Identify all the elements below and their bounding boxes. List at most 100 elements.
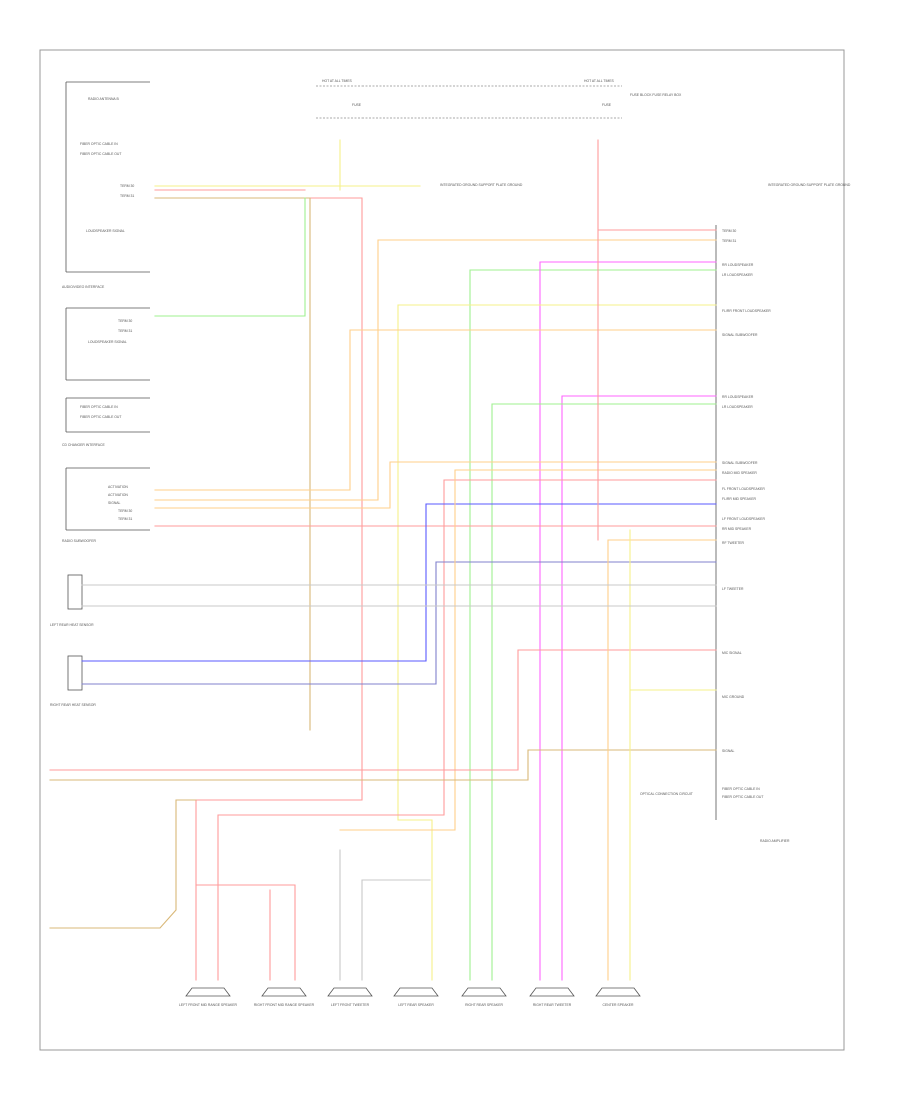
- sub-row-1: ACTIVATION: [108, 493, 128, 497]
- av-row-2: FIBER OPTIC CABLE OUT: [80, 152, 121, 156]
- wire-tan-tweeter: [49, 749, 717, 781]
- wire-blue-sensor: [81, 503, 717, 662]
- cd-row-4: FIBER OPTIC CABLE OUT: [80, 415, 121, 419]
- av-row-3: TERM 30: [120, 184, 134, 188]
- wire-orange-sub: [154, 461, 717, 509]
- amplifier-pin-labels: TERM 30 TERM 31 RR LOUDSPEAKER LR LOUDSPEAK…: [722, 229, 771, 799]
- fuse-left-name: FUSE: [352, 103, 362, 107]
- module-cd-changer-name: CD CHANGER INTERFACE: [62, 443, 106, 447]
- amp-pin-label: MIC GROUND: [722, 695, 745, 699]
- speaker: LEFT FRONT MID RANGE SPEAKER: [179, 987, 238, 1007]
- speaker-symbol: [529, 987, 575, 997]
- wires: [49, 139, 717, 981]
- wire-yellow-center: [629, 529, 717, 981]
- wire-gray-sensor: [81, 584, 717, 607]
- module-subwoofer: RADIO SUBWOOFER ACTIVATION ACTIVATION SI…: [62, 467, 150, 543]
- fuse-right-desc: FUSE BLOCK FUSE RELAY BOX: [630, 93, 682, 97]
- amp-pin-label: RF TWEETER: [722, 541, 745, 545]
- sub-row-2: SIGNAL: [108, 501, 121, 505]
- wire-tan-term31: [154, 197, 311, 731]
- wire-gray-tweeter: [339, 849, 431, 981]
- amp-pin-label: RADIO MID SPEAKER: [722, 471, 757, 475]
- fuse-right-label: HOT AT ALL TIMES: [584, 79, 615, 83]
- main-module-label: RADIO AMPLIFIER: [760, 839, 790, 843]
- speaker-label: LEFT REAR SPEAKER: [398, 1003, 434, 1007]
- speaker: RIGHT REAR TWEETER: [529, 987, 575, 1007]
- speaker: CENTER SPEAKER: [595, 987, 641, 1007]
- wire-yellow-sub: [154, 139, 421, 191]
- speaker-label: LEFT FRONT MID RANGE SPEAKER: [179, 1003, 237, 1007]
- fuse-block-left: HOT AT ALL TIMES FUSE: [316, 79, 362, 119]
- cd-row-3: FIBER OPTIC CABLE IN: [80, 405, 118, 409]
- fuse-block-right: HOT AT ALL TIMES FUSE FUSE BLOCK FUSE RE…: [362, 79, 682, 119]
- wire-magenta-lr: [539, 261, 717, 981]
- amp-pin-label: LF TWEETER: [722, 587, 744, 591]
- wire-red-mid: [217, 479, 717, 981]
- av-row-4: TERM 31: [120, 194, 134, 198]
- module-audio-video: AUDIO/VIDEO INTERFACE RADIO ANTENNA B FI…: [62, 81, 150, 289]
- module-subwoofer-name: RADIO SUBWOOFER: [62, 539, 96, 543]
- amp-pin-label: FL/RR MID SPEAKER: [722, 497, 756, 501]
- cd-row-0: TERM 30: [118, 319, 132, 323]
- amplifier-connector: TERM 30 TERM 31 RR LOUDSPEAKER LR LOUDSPEAK…: [715, 225, 790, 843]
- ground-note-2: INTEGRATED GROUND SUPPORT PLATE GROUND: [768, 183, 851, 187]
- right-rear-sensor-label: RIGHT REAR HEAT SENSOR: [50, 703, 96, 707]
- speaker-label: LEFT FRONT TWEETER: [331, 1003, 370, 1007]
- speaker-label: RIGHT REAR TWEETER: [533, 1003, 572, 1007]
- sub-row-3: TERM 30: [118, 509, 132, 513]
- amp-pin-label: FL/RR FRONT LOUDSPEAKER: [722, 309, 771, 313]
- amp-pin-label: TERM 30: [722, 229, 736, 233]
- fuse-right-name: FUSE: [602, 103, 612, 107]
- av-row-0: RADIO ANTENNA B: [88, 97, 119, 101]
- module-cd-changer: CD CHANGER INTERFACE TERM 30 TERM 31 LOU…: [62, 307, 150, 447]
- wire-orange-fl2: [154, 329, 717, 491]
- cd-row-2: LOUDSPEAKER SIGNAL: [88, 340, 127, 344]
- amp-pin-label: TERM 31: [722, 239, 736, 243]
- speaker: RIGHT FRONT MID RANGE SPEAKER: [254, 987, 315, 1007]
- speaker-label: RIGHT REAR SPEAKER: [465, 1003, 503, 1007]
- amp-pin-label: LF FRONT LOUDSPEAKER: [722, 517, 765, 521]
- diagram-frame: [39, 49, 845, 1051]
- amp-pin-label: LR LOUDSPEAKER: [722, 273, 753, 277]
- av-row-1: FIBER OPTIC CABLE IN: [80, 142, 118, 146]
- speaker-symbol: [393, 987, 439, 997]
- wire-orange-center: [607, 539, 717, 981]
- wire-green-rr2: [491, 403, 717, 981]
- module-audio-video-name: AUDIO/VIDEO INTERFACE: [62, 285, 105, 289]
- right-rear-sensor: RIGHT REAR HEAT SENSOR: [50, 655, 96, 707]
- amp-pin-label: FIBER OPTIC CABLE OUT: [722, 795, 763, 799]
- wire-tan-ground: [49, 799, 197, 929]
- speaker: RIGHT REAR SPEAKER: [461, 987, 507, 1007]
- wire-orange-1: [154, 239, 717, 501]
- speaker: LEFT FRONT TWEETER: [327, 987, 373, 1007]
- ground-note-1: INTEGRATED GROUND SUPPORT PLATE GROUND: [440, 183, 523, 187]
- amp-pin-label: RR MID SPEAKER: [722, 527, 752, 531]
- speaker-label: CENTER SPEAKER: [603, 1003, 634, 1007]
- left-rear-sensor-label: LEFT REAR HEAT SENSOR: [50, 623, 94, 627]
- left-rear-sensor: LEFT REAR HEAT SENSOR: [50, 574, 94, 627]
- speaker-symbol: [595, 987, 641, 997]
- amp-pin-label: SIGNAL SUBWOOFER: [722, 461, 758, 465]
- wire-navy-sensor: [81, 561, 717, 685]
- wire-magenta-lr2: [561, 395, 717, 981]
- wire-red-tweeter: [49, 649, 717, 771]
- speaker-symbol: [327, 987, 373, 997]
- amp-pin-label: SIGNAL SUBWOOFER: [722, 333, 758, 337]
- speaker: LEFT REAR SPEAKER: [393, 987, 439, 1007]
- speaker-symbol: [261, 987, 307, 997]
- fuse-left-label: HOT AT ALL TIMES: [322, 79, 353, 83]
- speakers: LEFT FRONT MID RANGE SPEAKER RIGHT FRONT …: [179, 987, 641, 1007]
- wire-yellow-fl: [397, 304, 717, 981]
- sub-row-0: ACTIVATION: [108, 485, 128, 489]
- wire-red-right-mid: [195, 884, 296, 981]
- fiber-optic-label: OPTICAL CONNECTION CIRCUIT: [640, 792, 693, 796]
- speaker-label: RIGHT FRONT MID RANGE SPEAKER: [254, 1003, 315, 1007]
- amp-pin-label: FL FRONT LOUDSPEAKER: [722, 487, 765, 491]
- sub-row-4: TERM 31: [118, 517, 132, 521]
- av-row-5: LOUDSPEAKER SIGNAL: [86, 229, 125, 233]
- wire-red-fuse-right: [597, 139, 717, 541]
- amp-pin-label: RR LOUDSPEAKER: [722, 263, 754, 267]
- amp-pin-label: MIC SIGNAL: [722, 651, 742, 655]
- cd-row-1: TERM 31: [118, 329, 132, 333]
